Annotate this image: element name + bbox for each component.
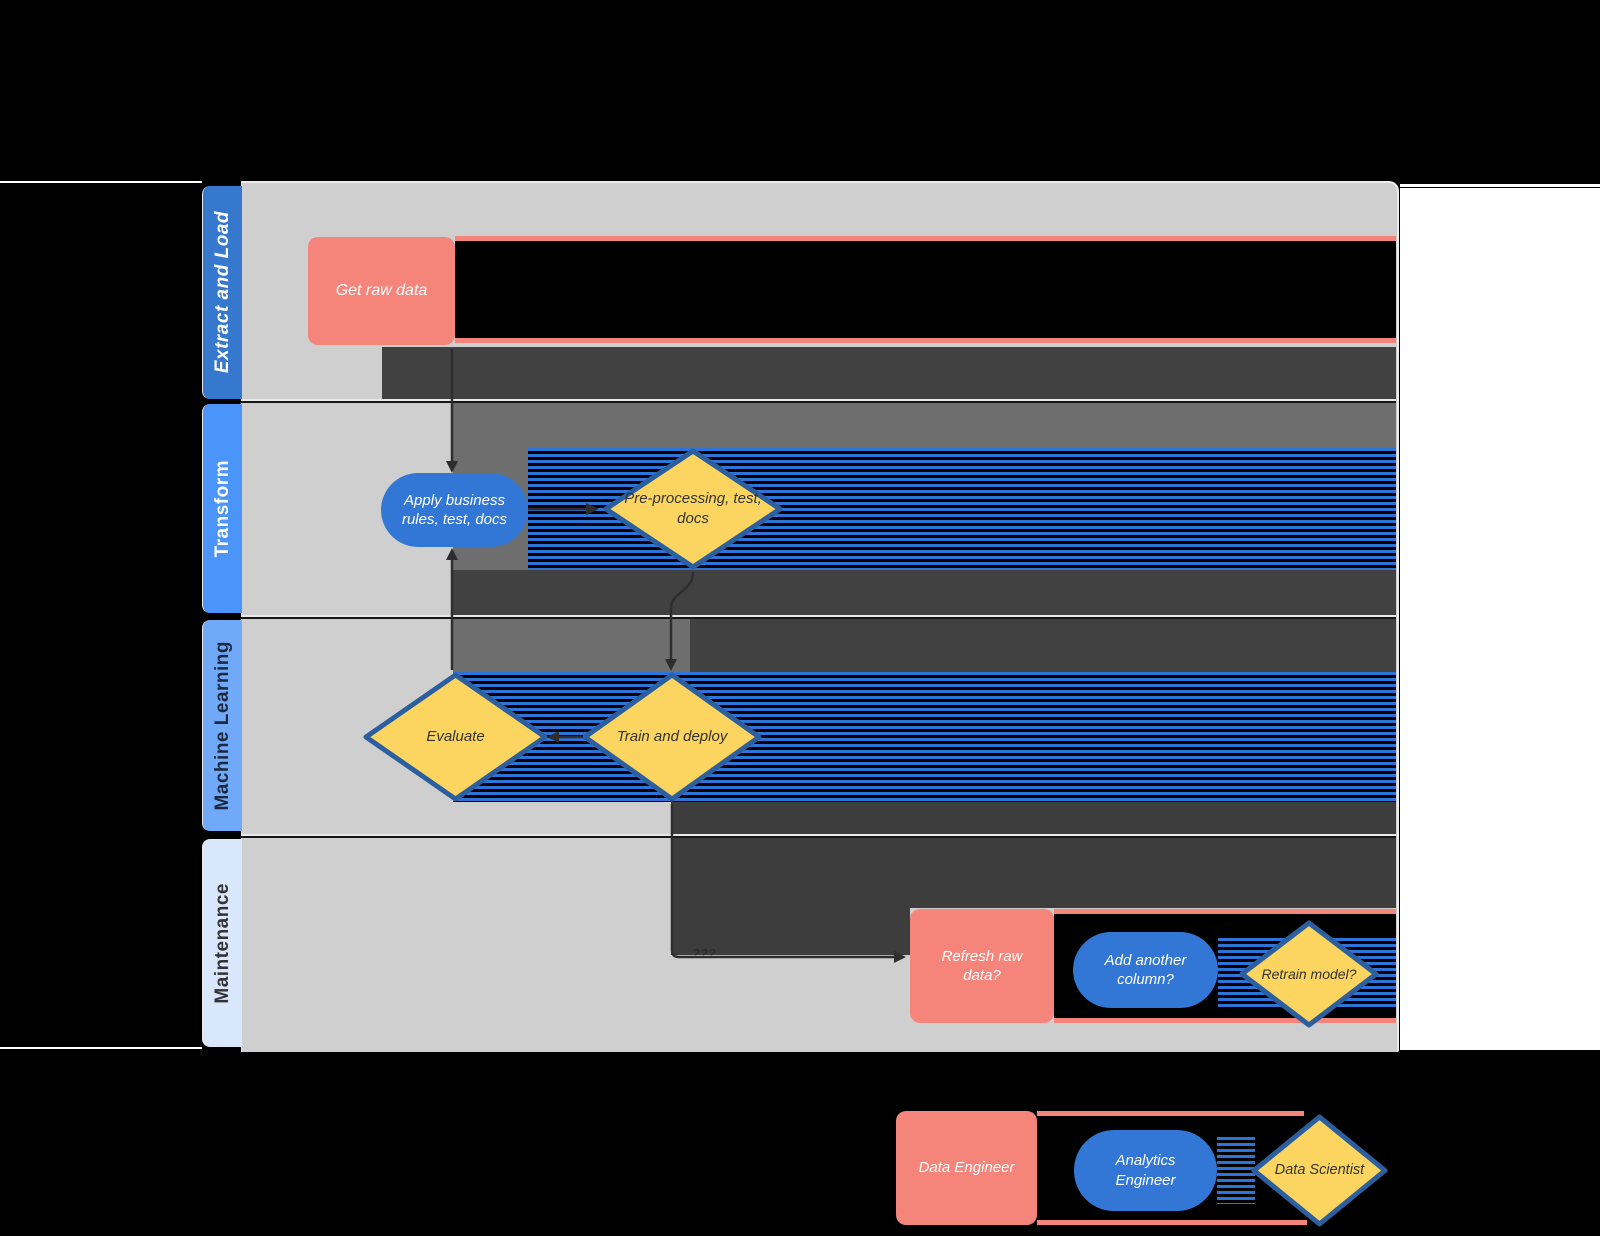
node-preprocessing-decision[interactable]: Pre-processing, test, docs	[603, 448, 783, 570]
node-apply-business-rules[interactable]: Apply business rules, test, docs	[381, 473, 528, 547]
smear-stripes	[1217, 1137, 1255, 1204]
diamond-shape	[363, 672, 548, 802]
node-evaluate-decision[interactable]: Evaluate	[363, 672, 548, 802]
smear-band	[453, 619, 690, 672]
legend-label: Data Engineer	[918, 1159, 1015, 1177]
right-margin-area	[1400, 183, 1600, 1050]
lane-tab-maintenance[interactable]: Maintenance	[202, 839, 242, 1047]
node-train-and-deploy-decision[interactable]: Train and deploy	[582, 672, 762, 802]
smear-band	[382, 347, 1396, 399]
smear-band	[455, 236, 1396, 241]
bottom-edge-smear-line	[0, 1047, 202, 1049]
lane-tab-transform[interactable]: Transform	[202, 404, 242, 613]
connector-label: ???	[692, 946, 716, 961]
diamond-shape	[1239, 920, 1379, 1028]
smear-band	[1054, 1018, 1396, 1023]
legend-label: Data Scientist	[1274, 1162, 1365, 1179]
lane-tab-machine-learning[interactable]: Machine Learning	[202, 620, 242, 831]
lane-separator	[241, 834, 1396, 838]
lane-tab-extract-and-load[interactable]: Extract and Load	[202, 186, 242, 399]
node-label: Evaluate	[426, 728, 485, 746]
top-edge-smear-line	[0, 181, 202, 183]
lane-label: Extract and Load	[211, 211, 233, 374]
smear-band	[671, 802, 1396, 834]
smear-band	[1054, 909, 1396, 914]
smear-band	[453, 570, 1396, 615]
legend-data-engineer[interactable]: Data Engineer	[896, 1111, 1037, 1225]
diamond-shape	[1251, 1114, 1388, 1227]
smear-band	[1037, 1111, 1304, 1116]
node-get-raw-data[interactable]: Get raw data	[308, 237, 455, 345]
node-label: Apply business rules, test, docs	[401, 491, 508, 529]
node-label: Add another column?	[1104, 951, 1187, 989]
top-edge-smear-line	[1398, 183, 1600, 184]
lane-separator	[241, 399, 1396, 403]
smear-band	[1037, 1220, 1307, 1225]
lane-label: Maintenance	[211, 882, 233, 1004]
diamond-shape	[603, 448, 783, 570]
smear-band	[455, 241, 1396, 338]
lane-separator	[241, 615, 1396, 619]
node-add-another-column[interactable]: Add another column?	[1073, 932, 1218, 1008]
node-label: Pre-processing, test, docs	[624, 490, 762, 527]
legend-data-scientist[interactable]: Data Scientist	[1251, 1114, 1388, 1227]
node-label: Get raw data	[335, 281, 428, 299]
node-label: Train and deploy	[616, 728, 728, 746]
smear-band	[671, 838, 1396, 908]
legend-analytics-engineer[interactable]: Analytics Engineer	[1074, 1130, 1217, 1211]
node-label: Retrain model?	[1261, 965, 1357, 982]
node-label: Refresh raw data?	[941, 947, 1023, 985]
node-retrain-model-decision[interactable]: Retrain model?	[1239, 920, 1379, 1028]
lane-label: Machine Learning	[211, 640, 233, 811]
smear-band	[690, 619, 1396, 672]
legend-label: Analytics Engineer	[1115, 1152, 1176, 1189]
lane-label: Transform	[211, 459, 233, 558]
top-edge-smear-line	[1398, 187, 1600, 188]
diamond-shape	[582, 672, 762, 802]
node-refresh-raw-data[interactable]: Refresh raw data?	[910, 909, 1054, 1023]
smear-band	[455, 338, 1396, 343]
